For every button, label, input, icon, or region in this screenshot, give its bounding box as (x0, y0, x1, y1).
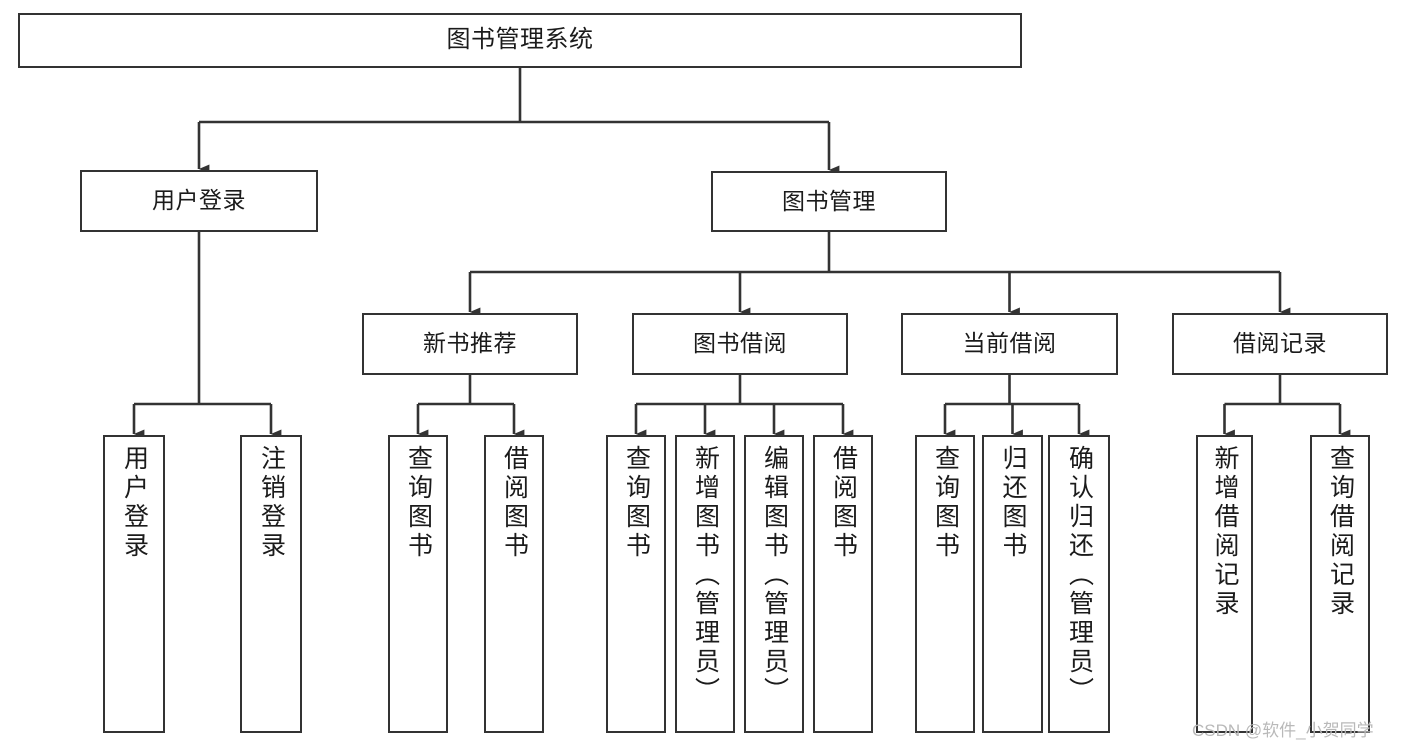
node-label: 图书借阅 (693, 330, 787, 357)
node-label: 新增借阅记录 (1211, 445, 1239, 619)
node-leaf-13[interactable]: 查询借阅记录 (1310, 435, 1370, 733)
node-leaf-6[interactable]: 新增图书（管理员） (675, 435, 735, 733)
node-leaf-2[interactable]: 注销登录 (240, 435, 302, 733)
node-leaf-5[interactable]: 查询图书 (606, 435, 666, 733)
node-current[interactable]: 当前借阅 (901, 313, 1118, 375)
node-root[interactable]: 图书管理系统 (18, 13, 1022, 68)
node-login[interactable]: 用户登录 (80, 170, 318, 232)
node-leaf-4[interactable]: 借阅图书 (484, 435, 544, 733)
node-label: 图书管理 (782, 187, 876, 214)
node-label: 注销登录 (257, 445, 286, 561)
node-borrow[interactable]: 图书借阅 (632, 313, 848, 375)
node-label: 查询图书 (931, 445, 960, 561)
node-leaf-12[interactable]: 新增借阅记录 (1196, 435, 1253, 733)
node-label: 借阅记录 (1233, 330, 1327, 357)
node-label: 用户登录 (120, 445, 149, 561)
node-leaf-10[interactable]: 归还图书 (982, 435, 1043, 733)
node-label: 归还图书 (999, 445, 1027, 561)
node-label: 编辑图书（管理员） (760, 445, 789, 706)
node-leaf-8[interactable]: 借阅图书 (813, 435, 873, 733)
node-leaf-11[interactable]: 确认归还（管理员） (1048, 435, 1110, 733)
node-leaf-7[interactable]: 编辑图书（管理员） (744, 435, 804, 733)
edge-paths (132, 68, 1351, 439)
node-label: 查询图书 (404, 445, 433, 561)
node-label: 用户登录 (152, 187, 246, 214)
node-label: 查询借阅记录 (1326, 445, 1355, 619)
node-label: 新增图书（管理员） (691, 445, 720, 706)
node-leaf-1[interactable]: 用户登录 (103, 435, 165, 733)
node-leaf-3[interactable]: 查询图书 (388, 435, 448, 733)
node-label: 借阅图书 (500, 445, 529, 561)
node-newbook[interactable]: 新书推荐 (362, 313, 578, 375)
node-label: 当前借阅 (962, 330, 1057, 357)
node-label: 查询图书 (622, 445, 651, 561)
node-bookmgmt[interactable]: 图书管理 (711, 171, 947, 232)
node-label: 图书管理系统 (446, 26, 594, 54)
node-label: 新书推荐 (423, 330, 517, 357)
node-record[interactable]: 借阅记录 (1172, 313, 1388, 375)
node-label: 借阅图书 (829, 445, 858, 561)
node-label: 确认归还（管理员） (1065, 445, 1094, 706)
node-leaf-9[interactable]: 查询图书 (915, 435, 975, 733)
